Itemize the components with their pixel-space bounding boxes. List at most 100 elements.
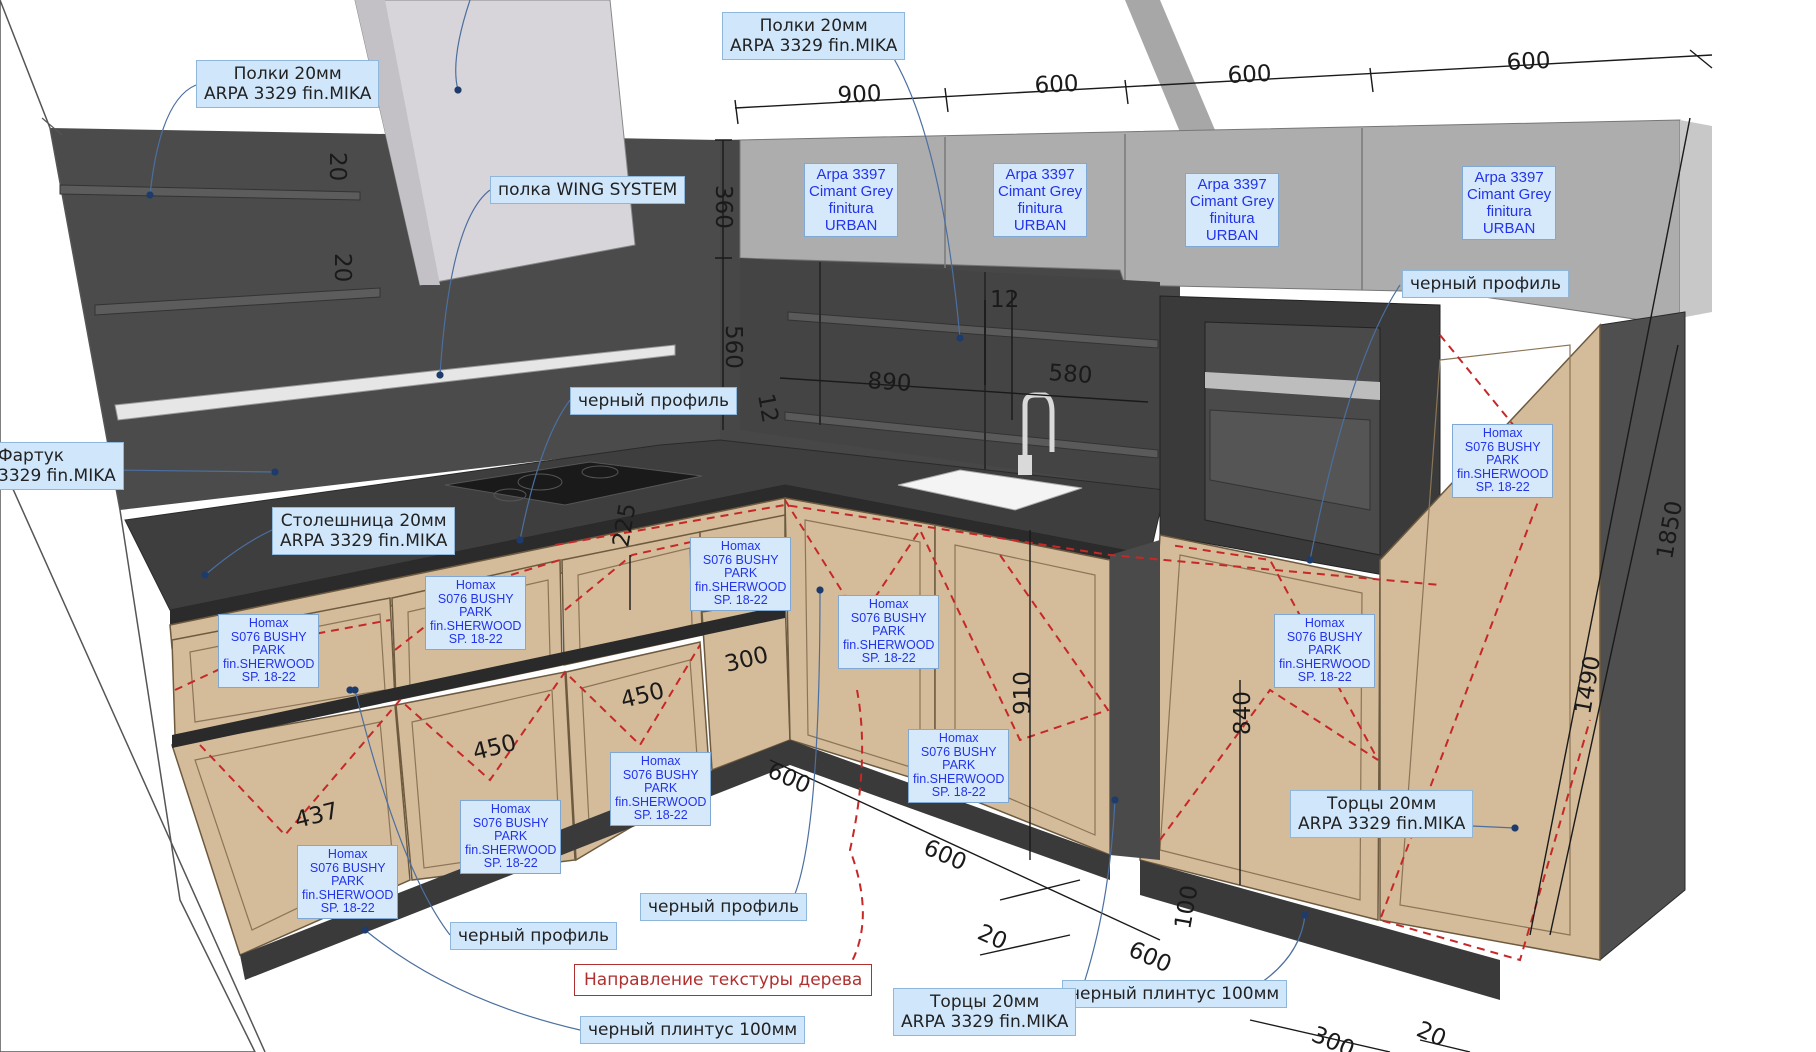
label-line: Столешница 20мм — [280, 511, 447, 531]
material-line: fin.SHERWOOD — [223, 656, 315, 671]
material-line: PARK — [724, 566, 758, 581]
material-line: URBAN — [1482, 220, 1536, 237]
dim-20-a: 20 — [324, 152, 350, 181]
dim-12-a: 12 — [990, 287, 1019, 313]
material-line: fin.SHERWOOD — [302, 887, 394, 902]
material-line: finitura — [828, 200, 874, 217]
material-line: S076 BUSHY — [702, 552, 779, 567]
material-line: S076 BUSHY — [920, 744, 997, 759]
label-wing-system: полка WING SYSTEM — [490, 176, 686, 204]
material-line: S076 BUSHY — [472, 815, 549, 830]
material-line: Homax — [248, 616, 289, 630]
dim-floor-20-b: 20 — [1413, 1017, 1450, 1052]
material-line: PARK — [942, 758, 976, 773]
material-line: S076 BUSHY — [309, 860, 386, 875]
material-line: URBAN — [1013, 217, 1067, 234]
material-line: URBAN — [1205, 227, 1259, 244]
material-line: S076 BUSHY — [850, 610, 927, 625]
dim-20-b: 20 — [329, 253, 355, 282]
material-line: SP. 18-22 — [861, 651, 916, 666]
material-line: PARK — [494, 829, 528, 844]
material-line: Homax — [938, 731, 979, 745]
material-line: Homax — [868, 597, 909, 611]
label-line: черный профиль — [648, 897, 800, 917]
material-line: Arpa 3397 — [1197, 176, 1267, 193]
material-line: Arpa 3397 — [1474, 169, 1544, 186]
material-line: Cimant Grey — [809, 183, 894, 200]
material-line: Cimant Grey — [1467, 186, 1552, 203]
material-line: Homax — [327, 847, 368, 861]
label-profile-bottom-left: черный профиль — [450, 922, 618, 950]
dim-floor-600-b: 600 — [920, 835, 971, 877]
dim-840: 840 — [1230, 691, 1256, 735]
sink — [897, 469, 1083, 511]
label-line: Торцы 20мм — [930, 992, 1040, 1012]
material-line: Homax — [455, 578, 496, 592]
material-line: PARK — [1486, 453, 1520, 468]
material-line: SP. 18-22 — [448, 632, 503, 647]
material-line: Homax — [1304, 616, 1345, 630]
oven-tower-side — [1110, 540, 1160, 860]
label-line: 3329 fin.MIKA — [0, 466, 116, 486]
wall-shelf-2 — [94, 287, 381, 316]
dim-900: 900 — [837, 81, 882, 109]
material-line: Homax — [1482, 426, 1523, 440]
material-line: S076 BUSHY — [622, 767, 699, 782]
material-line: fin.SHERWOOD — [1279, 656, 1371, 671]
label-profile-sink: черный профиль — [570, 387, 738, 415]
material-line: Arpa 3397 — [1005, 166, 1075, 183]
material-line: SP. 18-22 — [1297, 670, 1352, 685]
label-line: ARPA 3329 fin.MIKA — [1298, 814, 1466, 834]
label-line: ARPA 3329 fin.MIKA — [730, 36, 898, 56]
material-line: finitura — [1486, 203, 1532, 220]
dim-360: 360 — [710, 185, 736, 229]
material-line: fin.SHERWOOD — [615, 794, 707, 809]
label-profile-bottom-mid: черный профиль — [640, 893, 808, 921]
label-line: Торцы 20мм — [1327, 794, 1437, 814]
material-line: finitura — [1017, 200, 1063, 217]
left-side-wall — [0, 0, 256, 1052]
material-line: PARK — [459, 605, 493, 620]
material-line: fin.SHERWOOD — [695, 579, 787, 594]
wall-shelf-1 — [59, 184, 361, 201]
label-line: черный профиль — [578, 391, 730, 411]
material-line: SP. 18-22 — [320, 901, 375, 916]
material-line: Cimant Grey — [998, 183, 1083, 200]
material-line: Cimant Grey — [1190, 193, 1275, 210]
dim-12-b: 12 — [752, 392, 783, 425]
dim-600-b: 600 — [1227, 61, 1272, 89]
cooktop — [444, 461, 703, 506]
label-wood-direction: Направление текстуры дерева — [574, 964, 873, 996]
material-line: SP. 18-22 — [1475, 480, 1530, 495]
label-profile-oven: черный профиль — [1402, 270, 1570, 298]
material-line: PARK — [644, 781, 678, 796]
material-line: fin.SHERWOOD — [913, 771, 1005, 786]
wing-shelf — [114, 344, 676, 421]
dim-floor-600-c: 600 — [1125, 937, 1176, 979]
dim-floor-300: 300 — [1308, 1022, 1359, 1052]
material-line: SP. 18-22 — [931, 785, 986, 800]
material-line: PARK — [1308, 643, 1342, 658]
tall-end-panel — [1599, 311, 1686, 962]
label-line: ARPA 3329 fin.MIKA — [204, 84, 372, 104]
label-line: Фартук — [0, 446, 65, 466]
label-line: черный профиль — [458, 926, 610, 946]
dim-600-a: 600 — [1034, 71, 1079, 99]
material-line: S076 BUSHY — [437, 591, 514, 606]
material-line: SP. 18-22 — [241, 670, 296, 685]
material-line: SP. 18-22 — [483, 856, 538, 871]
ceiling-beam — [1125, 0, 1215, 132]
